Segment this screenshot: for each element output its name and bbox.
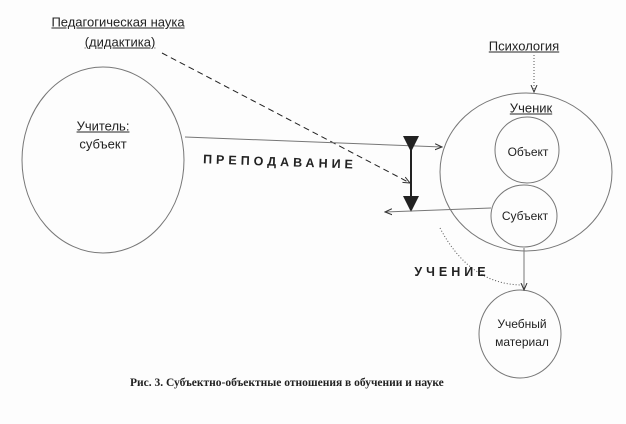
pedagogy-dashed-arrow [161, 52, 410, 183]
teacher-role: субъект [79, 136, 127, 152]
material-label-2: материал [495, 335, 549, 349]
student-label: Ученик [509, 100, 553, 116]
teacher-circle [21, 66, 185, 254]
object-label: Объект [507, 145, 549, 159]
teacher-title: Учитель: [76, 118, 130, 134]
object-circle [494, 116, 560, 184]
psychology-label: Психология [488, 38, 560, 54]
student-circle [439, 92, 613, 252]
material-circle [478, 289, 562, 379]
subject-label: Субъект [501, 209, 549, 223]
learning-label: УЧЕНИЕ [414, 265, 490, 279]
teaching-arrow [184, 136, 442, 147]
figure-caption: Рис. 3. Субъектно-объектные отношения в … [130, 377, 444, 389]
pedagogy-label: Педагогическая наука [51, 14, 185, 30]
material-label-1: Учебный [497, 317, 547, 331]
subject-feedback-arrow [385, 207, 492, 212]
subject-circle [490, 184, 558, 248]
pedagogy-label-sub: (дидактика) [84, 34, 156, 50]
